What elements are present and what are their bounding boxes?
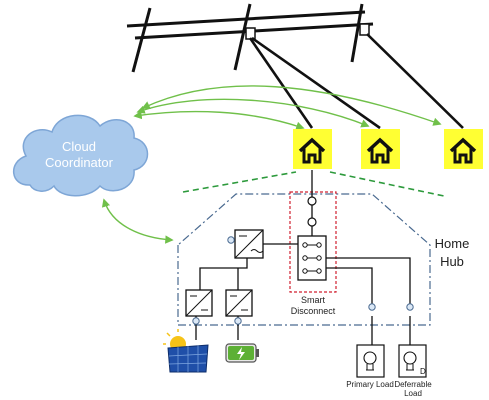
deferrable-marker: D — [420, 367, 426, 376]
cloud-shape — [13, 114, 149, 197]
meter-icon — [192, 236, 414, 325]
light-bulb-icon — [356, 344, 385, 378]
service-drops — [248, 33, 464, 130]
deferrable-load-label: Deferrable Load — [394, 380, 432, 398]
inverter-icon — [234, 229, 264, 259]
switch-icon — [307, 196, 317, 227]
solar-panel-icon — [163, 329, 209, 373]
pole-left — [131, 7, 152, 73]
power-line — [126, 3, 374, 73]
light-bulb-icon: D — [398, 344, 427, 378]
house-icon — [361, 129, 400, 169]
home-hub-label: Home Hub — [434, 236, 470, 269]
communication-links — [101, 85, 442, 244]
converter-icon — [225, 289, 253, 317]
pole-right — [350, 3, 364, 63]
smart-disconnect-box — [289, 191, 337, 293]
pole-middle — [233, 3, 252, 71]
smart-disconnect-panel — [297, 235, 327, 281]
cloud-label: Cloud Coordinator — [45, 139, 113, 170]
converter-icon — [185, 289, 213, 317]
battery-icon — [225, 343, 259, 363]
smart-disconnect-label: Smart Disconnect — [290, 295, 336, 316]
home-hub-boundary — [177, 193, 431, 326]
primary-load-label: Primary Load — [346, 380, 394, 389]
house-icon — [293, 129, 332, 169]
zoom-lines — [182, 171, 445, 197]
house-icon — [444, 129, 483, 169]
